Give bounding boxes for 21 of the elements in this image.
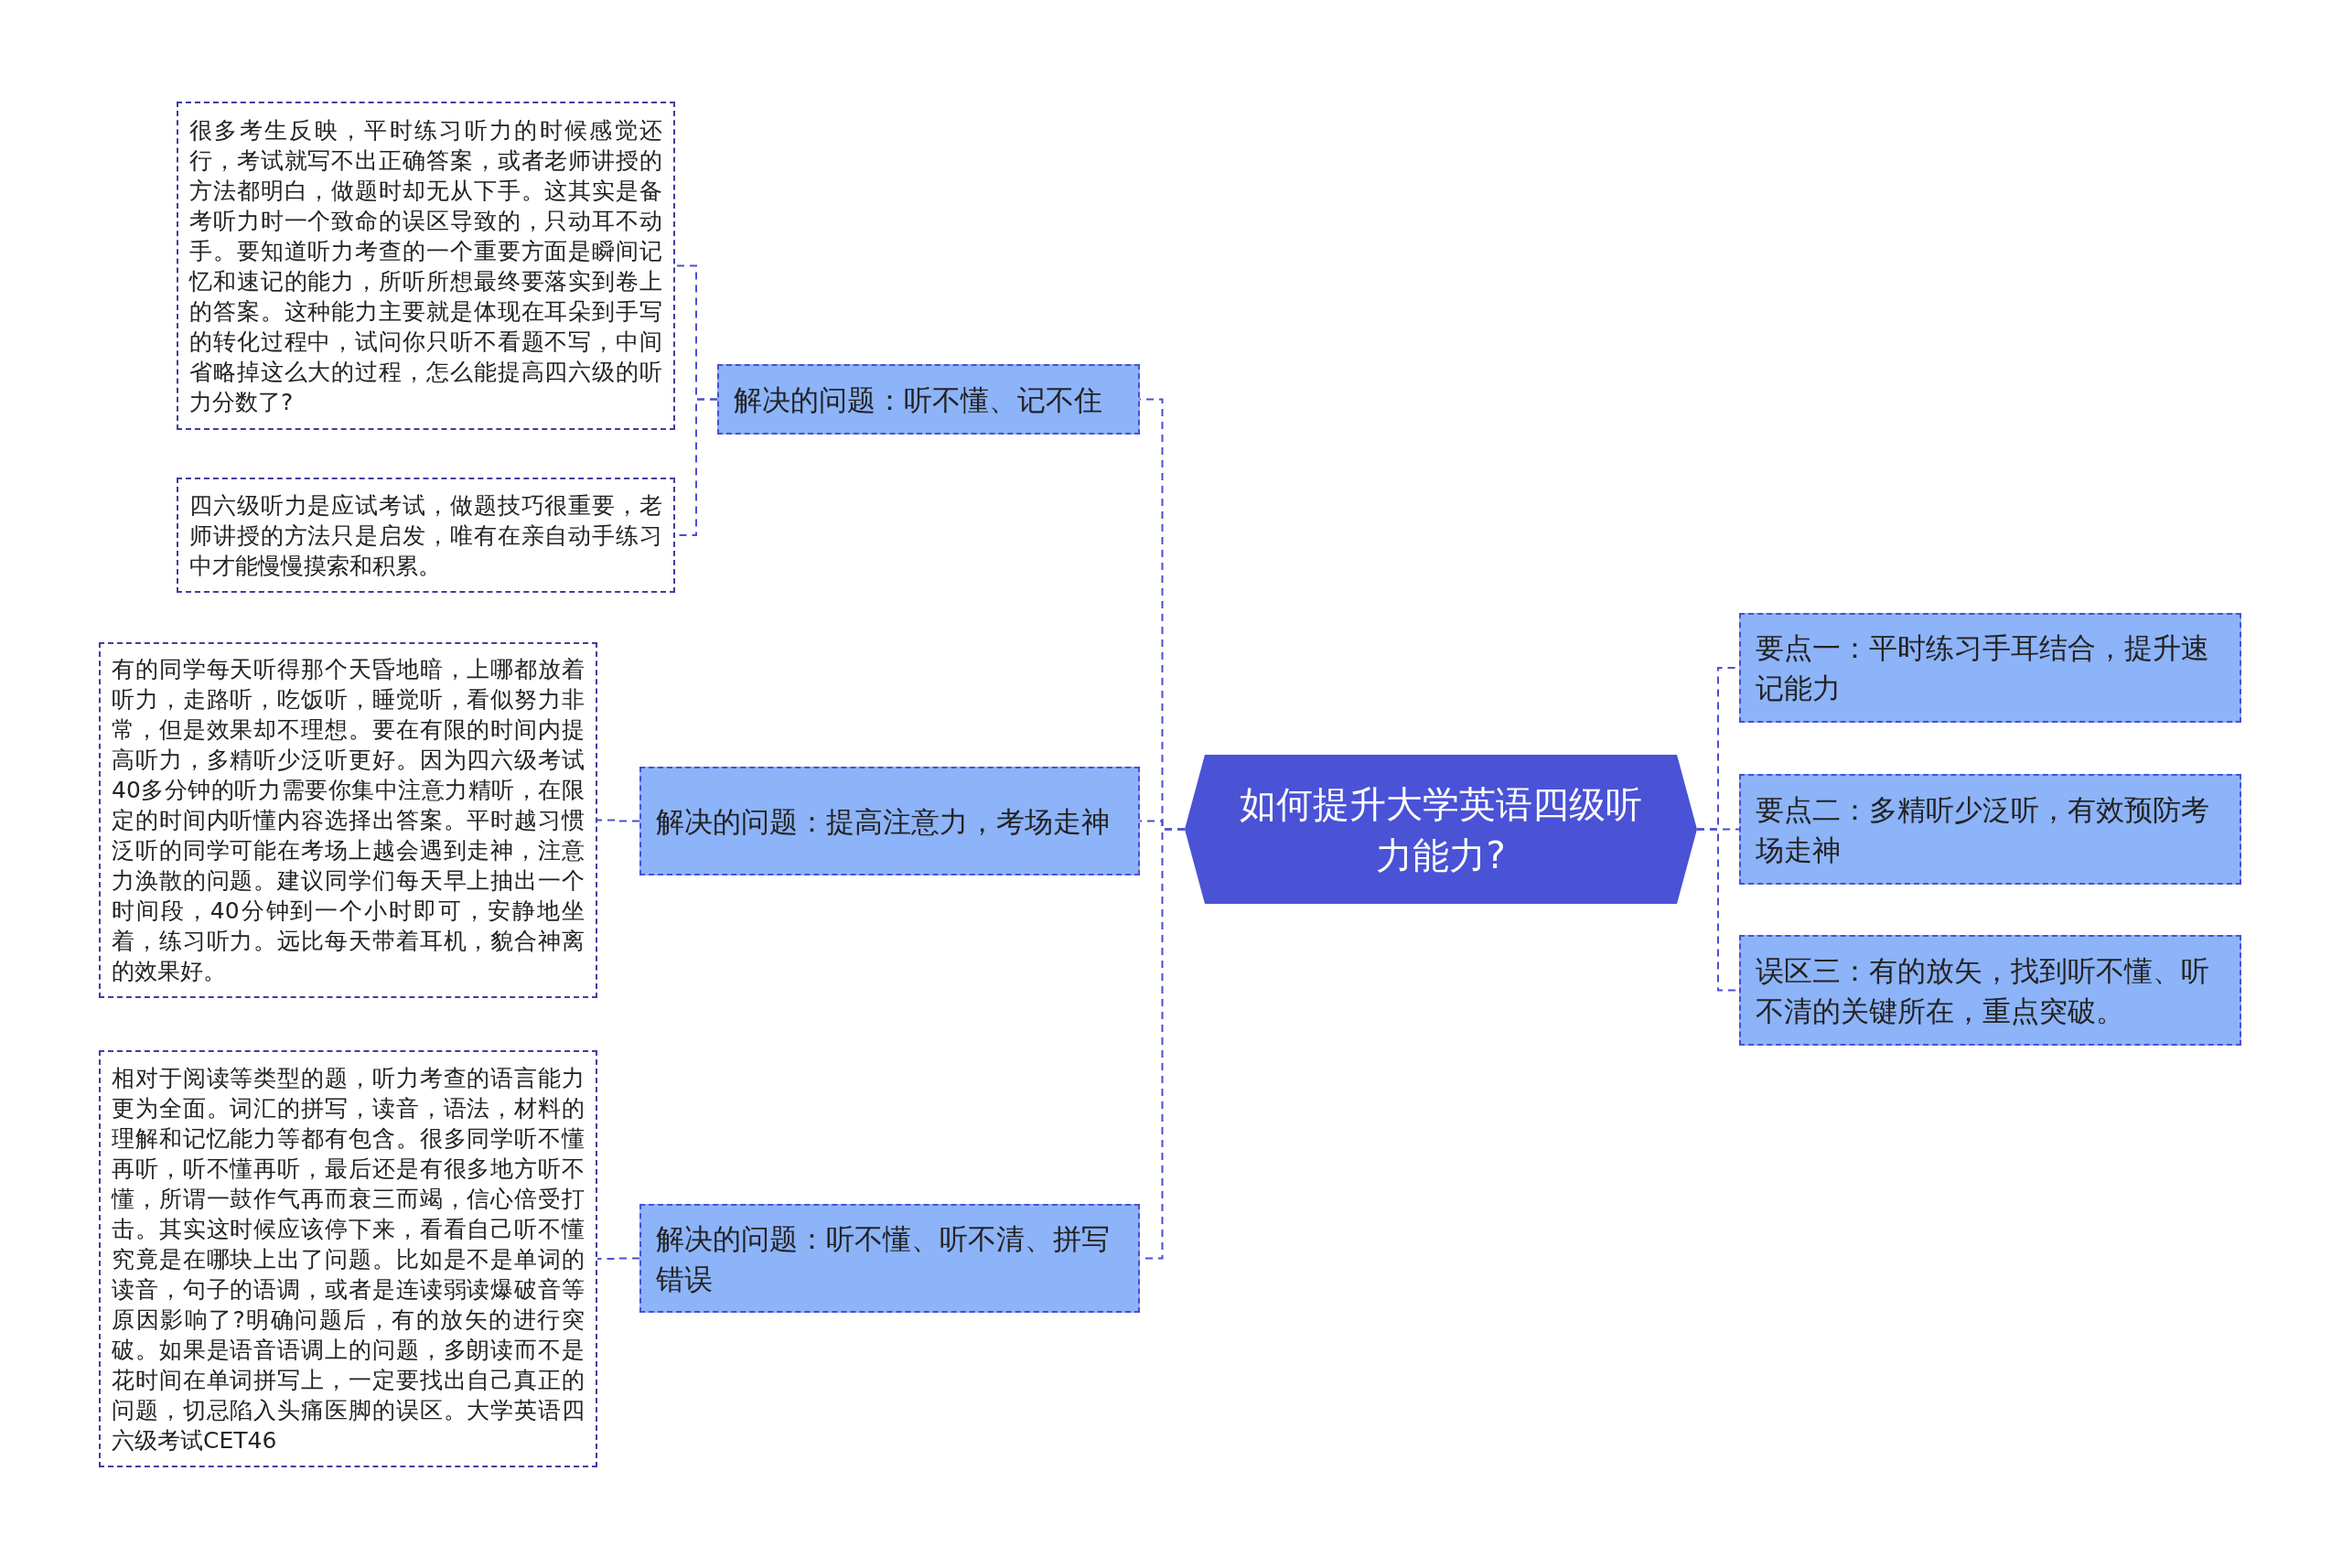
note-text: 很多考生反映，平时练习听力的时候感觉还行，考试就写不出正确答案，或者老师讲授的方法都明白，做题时却无从下手。这其实是备考听力时一个致命的误区导致的，只动耳不动手。要知道听力考查的一个重要方面是瞬间记忆和速记的能力，所听所想最终要落实到卷上的答案。这种能力主要就是体现在耳朵到手写的转化过程中，试问你只听不看题不写，中间省略掉这么大的过程，怎么能提高四六级的听力分数了?	[189, 115, 662, 417]
note-text: 四六级听力是应试考试，做题技巧很重要，老师讲授的方法只是启发，唯有在亲自动手练习中才能慢慢摸索和积累。	[189, 490, 662, 581]
central-topic-hexagon	[1185, 755, 1697, 904]
note-text: 相对于阅读等类型的题，听力考查的语言能力更为全面。词汇的拼写，读音，语法，材料的理解和记忆能力等都有包含。很多同学听不懂再听，听不懂再听，最后还是有很多地方听不懂，所谓一鼓作气再而衰三而竭，信心倍受打击。其实这时候应该停下来，看看自己听不懂究竟是在哪块上出了问题。比如是不是单词的读音，句子的语调，或者是连读弱读爆破音等原因影响了?明确问题后，有的放矢的进行突破。如果是语音语调上的问题，多朗读而不是花时间在单词拼写上，一定要找出自己真正的问题，切忌陷入头痛医脚的误区。大学英语四六级考试CET46	[112, 1063, 585, 1455]
topic-label: 要点一：平时练习手耳结合，提升速记能力	[1756, 630, 2210, 706]
topic-label: 误区三：有的放矢，找到听不懂、听不清的关键所在，重点突破。	[1756, 952, 2210, 1029]
topic-box	[1739, 613, 2241, 723]
connector-line	[596, 819, 640, 822]
topic-label: 解决的问题：提高注意力，考场走神	[656, 803, 1110, 840]
topic-label: 如何提升大学英语四级听力能力?	[1240, 781, 1642, 878]
topic-box	[1739, 774, 2241, 885]
connector-line	[596, 1257, 640, 1260]
topic-box	[639, 767, 1140, 875]
topic-box	[639, 1204, 1140, 1313]
note-text: 有的同学每天听得那个天昏地暗，上哪都放着听力，走路听，吃饭听，睡觉听，看似努力非常，但是效果却不理想。要在有限的时间内提高听力，多精听少泛听更好。因为四六级考试40多分钟的听力需要你集中注意力精听，在限定的时间内听懂内容选择出答案。平时越习惯泛听的同学可能在考场上越会遇到走神，注意力涣散的问题。建议同学们每天早上抽出一个时间段，40分钟到一个小时即可，安静地坐着，练习听力。远比每天带着耳机，貌合神离的效果好。	[112, 655, 585, 986]
topic-box	[717, 364, 1140, 435]
note-box	[177, 478, 675, 593]
topic-label: 解决的问题：听不懂、记不住	[734, 381, 1102, 418]
topic-label: 要点二：多精听少泛听，有效预防考场走神	[1756, 791, 2210, 868]
topic-box	[1739, 935, 2241, 1046]
topic-label: 解决的问题：听不懂、听不清、拼写错误	[656, 1220, 1111, 1297]
